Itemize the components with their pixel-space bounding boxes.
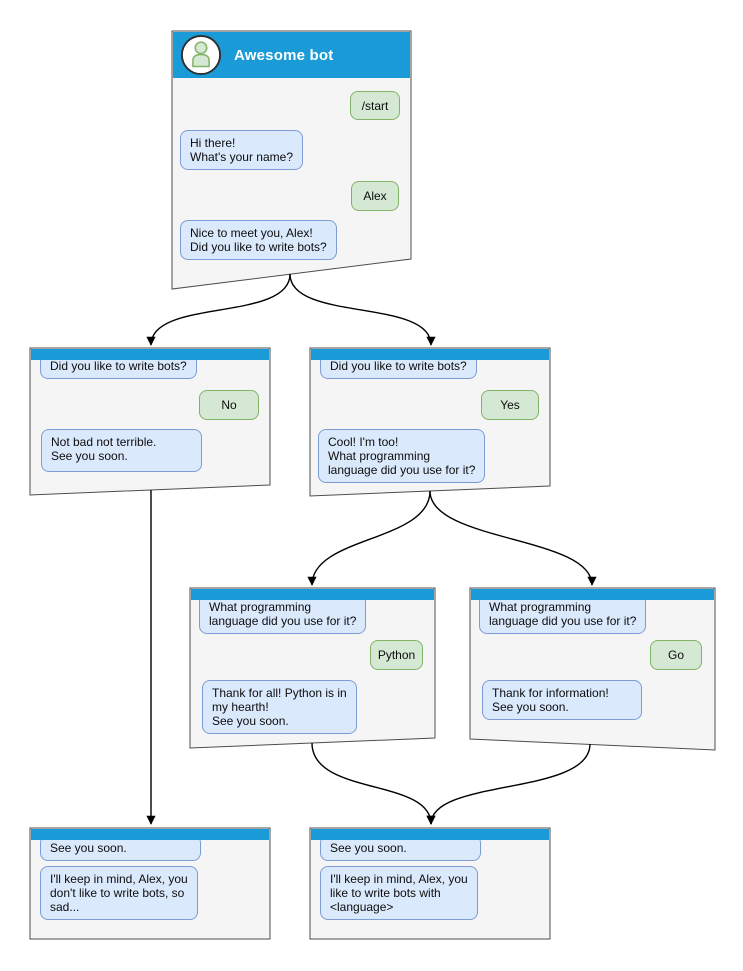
edge-root-to-branch-no[interactable]	[146, 273, 291, 346]
user-message-name[interactable]: Alex	[351, 181, 399, 211]
bot-reply-bubble[interactable]: I'll keep in mind, Alex, you like to wri…	[320, 866, 478, 920]
panel-header-bar	[31, 829, 269, 840]
edge-root-to-branch-yes[interactable]	[289, 273, 436, 346]
panel-header-bar	[471, 589, 714, 600]
bot-reply-bubble[interactable]: Cool! I'm too! What programming language…	[318, 429, 486, 483]
bot-message-question[interactable]: Nice to meet you, Alex! Did you like to …	[180, 220, 337, 260]
edge-python-to-end-yes[interactable]	[311, 742, 436, 825]
bot-title: Awesome bot	[234, 46, 334, 64]
user-answer-go[interactable]: Go	[650, 640, 702, 670]
bot-reply-bubble[interactable]: Not bad not terrible. See you soon.	[41, 429, 202, 472]
edge-branch-yes-to-go[interactable]	[429, 490, 597, 586]
bot-reply-bubble[interactable]: Thank for information! See you soon.	[482, 680, 642, 720]
bot-message-greeting[interactable]: Hi there! What's your name?	[180, 130, 304, 170]
user-answer-yes[interactable]: Yes	[481, 390, 539, 420]
user-answer-python[interactable]: Python	[370, 640, 423, 670]
quoted-question-bubble[interactable]: What programming language did you use fo…	[479, 594, 647, 634]
user-message-start[interactable]: /start	[350, 91, 400, 120]
user-answer-no[interactable]: No	[199, 390, 259, 420]
panel-header-bar	[31, 349, 269, 360]
bot-reply-bubble[interactable]: I'll keep in mind, Alex, you don't like …	[40, 866, 198, 920]
bot-reply-bubble[interactable]: Thank for all! Python is in my hearth! S…	[202, 680, 357, 734]
panel-header-bar	[191, 589, 434, 600]
root-chat-header: Awesome bot	[173, 32, 410, 78]
quoted-question-bubble[interactable]: What programming language did you use fo…	[199, 594, 367, 634]
panel-header-bar	[311, 349, 549, 360]
edge-branch-yes-to-python[interactable]	[307, 490, 431, 586]
edge-go-to-end-yes[interactable]	[426, 743, 591, 825]
bot-avatar-icon	[180, 34, 222, 76]
panel-header-bar	[311, 829, 549, 840]
